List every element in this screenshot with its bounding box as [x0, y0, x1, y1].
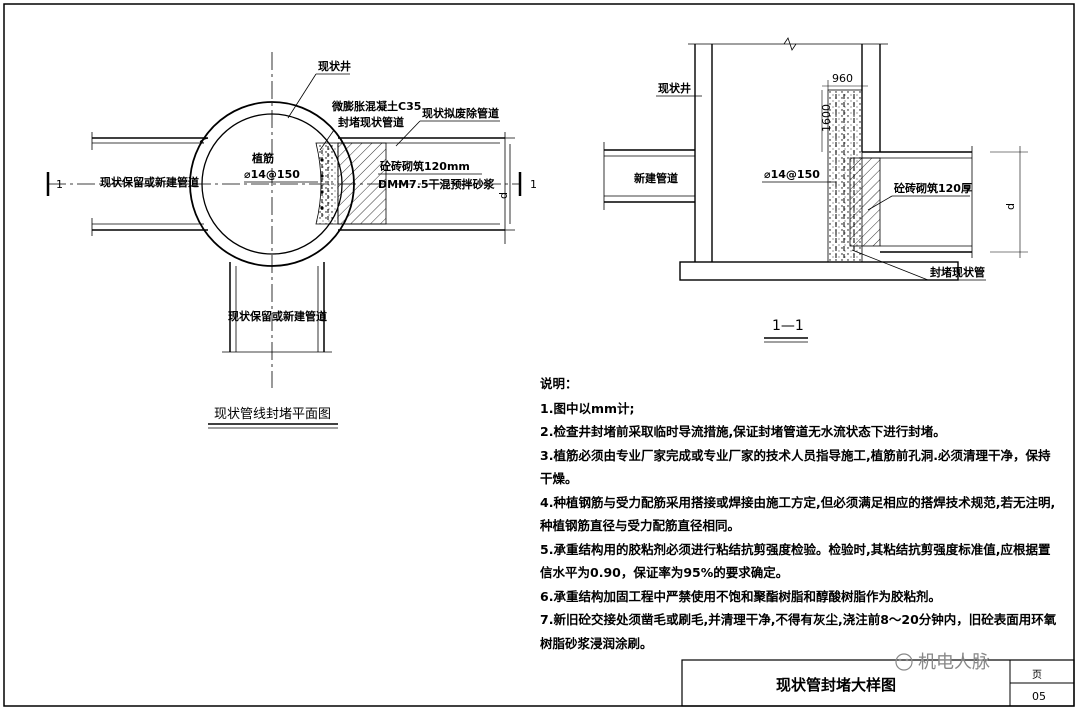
- section-base-slab: [679, 261, 959, 281]
- plan-label-expand-2: 封堵现状管道: [338, 115, 404, 129]
- plan-label-brick: 砼砖砌筑120mm: [380, 159, 470, 173]
- plan-label-rebar-2: ⌀14@150: [244, 168, 300, 181]
- plan-label-mortar: DMM7.5干混预拌砂浆: [378, 177, 496, 191]
- plan-label-bottom-pipe: 现状保留或新建管道: [228, 309, 327, 323]
- section-label-well: 现状井: [658, 81, 691, 95]
- section-label-brick: 砼砖砌筑120厚: [894, 181, 972, 195]
- plan-label-left-pipe: 现状保留或新建管道: [100, 175, 199, 189]
- note-item: 3.植筋必须由专业厂家完成或专业厂家的技术人员指导施工,植筋前孔洞.必须清理干净…: [540, 447, 1051, 487]
- plan-well-outer: [189, 101, 355, 267]
- section-dim-d: d: [1004, 203, 1017, 210]
- page-number: 05: [1032, 690, 1046, 703]
- plan-section-mark-right: 1: [530, 178, 537, 191]
- notes-heading: 说明：: [540, 376, 578, 391]
- note-item: 5.承重结构用的胶粘剂必须进行粘结抗剪强度检验。检验时,其粘结抗剪强度标准值,应…: [540, 541, 1051, 581]
- plan-concrete-plug: [315, 142, 339, 225]
- plan-well-inner: [201, 113, 343, 255]
- note-item: 7.新旧砼交接处须凿毛或刷毛,并清理干净,不得有灰尘,浇注前8～20分钟内，旧砼…: [540, 612, 1057, 651]
- plan-label-well: 现状井: [318, 59, 351, 73]
- section-label-seal: 封堵现状管: [930, 265, 985, 279]
- page-label: 页: [1032, 669, 1042, 681]
- note-item: 2.检查井封堵前采取临时导流措施,保证封堵管道无水流状态下进行封堵。: [540, 424, 946, 439]
- drawing-title: 现状管封堵大样图: [776, 676, 896, 694]
- plan-label-rebar-1: 植筋: [251, 151, 274, 165]
- note-item: 4.种植钢筋与受力配筋采用搭接或焊接由施工方定,但必须满足相应的搭焊技术规范,若…: [540, 494, 1056, 534]
- section-view: 960 1600 d 现状井 新建管道 ⌀14@150 砼砖砌筑120厚 封堵现…: [603, 37, 1028, 343]
- plan-view: 1 1 d: [46, 52, 537, 429]
- plan-title: 现状管线封堵平面图: [214, 407, 331, 422]
- section-dim-1600: 1600: [820, 104, 833, 132]
- notes-block: 说明： 1.图中以mm计; 2.检查井封堵前采取临时导流措施,保证封堵管道无水流…: [540, 372, 1060, 655]
- plan-section-mark-left: 1: [56, 178, 63, 191]
- watermark-icon: [895, 653, 913, 671]
- section-brick-wall: [849, 157, 881, 247]
- section-label-new-pipe: 新建管道: [634, 171, 678, 185]
- plan-label-expand-1: 微膨胀混凝土C35: [331, 99, 421, 113]
- note-item: 1.图中以mm计;: [540, 400, 635, 416]
- plan-dim-d: d: [497, 192, 510, 199]
- section-title: 1—1: [772, 318, 804, 334]
- watermark-text: 机电人脉: [918, 652, 990, 673]
- plan-brick-wall: [337, 142, 387, 225]
- section-dim-960: 960: [832, 72, 853, 85]
- plan-label-abandon: 现状拟废除管道: [422, 106, 499, 120]
- sheet-border: [3, 3, 1075, 707]
- title-block: 现状管封堵大样图 页 05 机电人脉: [681, 652, 1075, 707]
- note-item: 6.承重结构加固工程中严禁使用不饱和聚酯树脂和醇酸树脂作为胶粘剂。: [540, 588, 941, 604]
- section-label-rebar: ⌀14@150: [764, 168, 820, 181]
